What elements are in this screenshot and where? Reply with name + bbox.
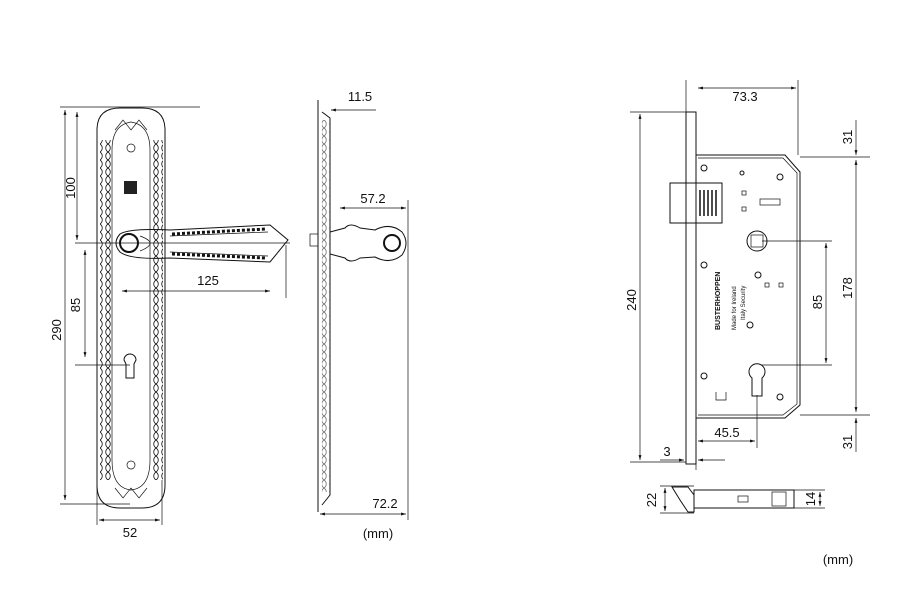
dim-73-3: 73.3 (732, 89, 757, 104)
dim-85-lock: 85 (810, 295, 825, 309)
unit-label-lock: (mm) (823, 552, 853, 567)
dim-14: 14 (803, 492, 818, 506)
dim-22: 22 (644, 493, 659, 507)
dim-290: 290 (49, 319, 64, 341)
handle-front-view: 290 100 85 125 52 (49, 106, 290, 540)
latch-top-view: 22 14 (mm) (644, 485, 853, 567)
dim-178: 178 (840, 277, 855, 299)
dim-57-2: 57.2 (360, 191, 385, 206)
dim-52: 52 (123, 525, 137, 540)
dim-100: 100 (63, 177, 78, 199)
dim-125: 125 (197, 273, 219, 288)
dim-85: 85 (68, 298, 83, 312)
handle-side-view: 11.5 57.2 72.2 (mm) (309, 89, 409, 541)
dim-45-5: 45.5 (714, 425, 739, 440)
dim-31-top: 31 (840, 130, 855, 144)
dim-72-2: 72.2 (372, 496, 397, 511)
brand-logo: BUSTERHOPPEN (715, 272, 722, 330)
dim-240: 240 (624, 289, 639, 311)
engraving-line-1: Made for Ireland (732, 286, 738, 330)
dim-11-5: 11.5 (348, 89, 372, 104)
lock-body-view: BUSTERHOPPEN Made for Ireland Italy Secu… (624, 80, 870, 470)
engraving-line-2: Italy Security (741, 286, 747, 320)
dim-3: 3 (663, 444, 670, 459)
unit-label-side: (mm) (363, 526, 393, 541)
dim-31-bottom: 31 (840, 435, 855, 449)
